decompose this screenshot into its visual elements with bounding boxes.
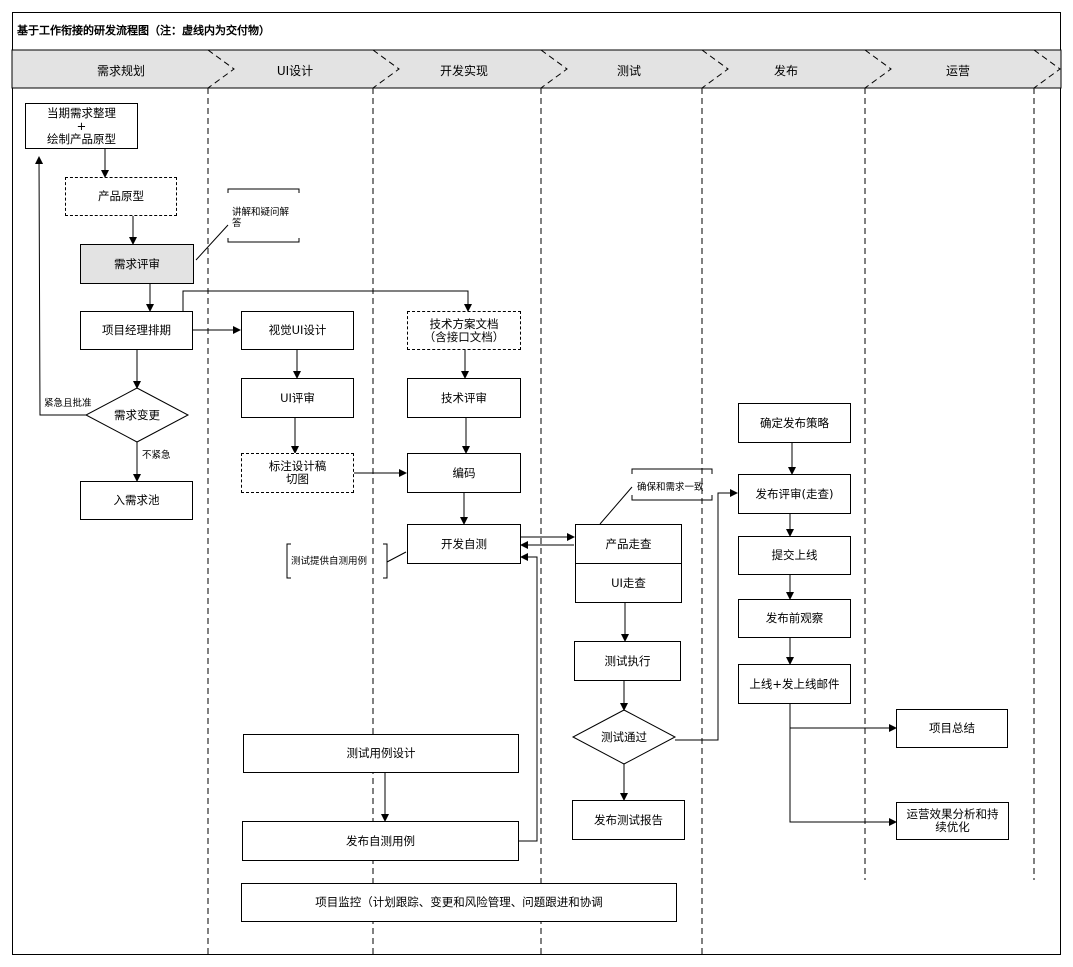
- node-requirements-review: 需求评审: [80, 244, 194, 284]
- node-project-monitoring: 项目监控（计划跟踪、变更和风险管理、问题跟进和协调: [241, 883, 677, 922]
- lane-header-separators: [207, 49, 1061, 89]
- edge-label-urgent-approved: 紧急且批准: [44, 398, 92, 409]
- note-self-test-cases: 测试提供自测用例: [291, 556, 368, 567]
- edge-label-not-urgent: 不紧急: [142, 450, 171, 461]
- node-test-pass: 测试通过: [601, 730, 647, 744]
- lane-header-release: 发布: [773, 64, 799, 78]
- node-ui-walkthrough: UI走查: [575, 563, 682, 603]
- node-requirements-prototype: 当期需求整理 + 绘制产品原型: [25, 103, 138, 149]
- node-release-strategy: 确定发布策略: [738, 403, 851, 443]
- note-consistent-with-requirements: 确保和需求一致: [637, 482, 704, 493]
- connectors: [35, 149, 897, 842]
- node-publish-self-test-cases: 发布自测用例: [242, 821, 519, 861]
- diagram-frame: [12, 12, 1061, 955]
- lane-header-ui-design: UI设计: [276, 64, 314, 78]
- lane-header-operations: 运营: [945, 64, 971, 78]
- node-tech-spec-doc: 技术方案文档 （含接口文档）: [407, 311, 521, 350]
- node-operations-analysis: 运营效果分析和持 续优化: [896, 802, 1009, 840]
- lane-header-band: [11, 49, 1062, 89]
- node-dev-self-test: 开发自测: [407, 524, 521, 564]
- lane-header-testing: 测试: [616, 64, 642, 78]
- lane-header-requirements: 需求规划: [96, 64, 146, 78]
- node-product-prototype: 产品原型: [65, 177, 177, 216]
- node-design-annotation: 标注设计稿 切图: [241, 453, 354, 493]
- node-release-review: 发布评审(走查): [738, 474, 851, 514]
- note-brackets: [227, 188, 713, 579]
- note-explain-answer: 讲解和疑问解 答: [232, 207, 290, 229]
- node-project-summary: 项目总结: [896, 709, 1008, 748]
- node-coding: 编码: [407, 453, 521, 493]
- node-test-execution: 测试执行: [574, 641, 681, 681]
- node-publish-test-report: 发布测试报告: [572, 800, 685, 840]
- node-test-case-design: 测试用例设计: [243, 734, 519, 773]
- node-submit-release: 提交上线: [738, 536, 851, 575]
- node-pre-release-observation: 发布前观察: [738, 599, 851, 638]
- node-change-request: 需求变更: [114, 408, 160, 422]
- node-requirements-pool: 入需求池: [80, 481, 193, 520]
- node-ui-review: UI评审: [241, 378, 354, 418]
- node-go-live-email: 上线+发上线邮件: [738, 664, 851, 704]
- node-tech-review: 技术评审: [407, 378, 521, 418]
- node-visual-ui-design: 视觉UI设计: [241, 311, 354, 350]
- diagram-title: 基于工作衔接的研发流程图（注：虚线内为交付物）: [17, 24, 270, 37]
- node-product-walkthrough: 产品走查: [575, 524, 682, 564]
- lane-dividers: [207, 88, 1035, 955]
- lane-header-development: 开发实现: [439, 64, 489, 78]
- node-pm-scheduling: 项目经理排期: [80, 311, 193, 350]
